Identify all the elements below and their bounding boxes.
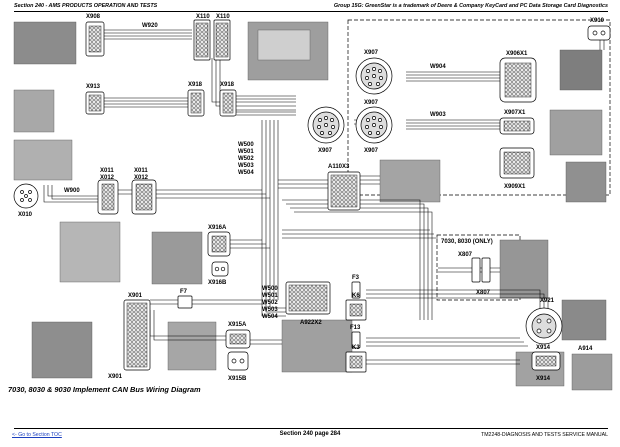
footer-rule <box>14 428 608 429</box>
label-x914-b: X914 <box>536 376 551 382</box>
label-w500: W500 <box>238 142 254 148</box>
diagram-caption: 7030, 8030 & 9030 Implement CAN Bus Wiri… <box>8 385 201 394</box>
connector-x915b <box>227 351 249 371</box>
label-f3: F3 <box>352 275 360 281</box>
label-w920: W920 <box>142 23 158 29</box>
page-number: Section 240 page 284 <box>279 431 341 437</box>
connector-x807-a <box>471 257 481 283</box>
label-x914-a: X914 <box>536 345 551 351</box>
connector-x907-top <box>355 57 393 95</box>
fuse-f3 <box>351 281 361 299</box>
photo-display-inner <box>257 29 311 61</box>
label-f7: F7 <box>180 289 188 295</box>
label-x910: X910 <box>590 18 605 24</box>
label-f13: F13 <box>350 325 361 331</box>
label-w503: W503 <box>238 163 254 169</box>
label-a914: A914 <box>578 346 593 352</box>
photo-x916 <box>151 231 203 285</box>
label-x915a: X915A <box>228 322 247 328</box>
photo-x913 <box>13 89 55 133</box>
fuse-f13 <box>351 331 361 349</box>
connector-x807-b <box>481 257 491 283</box>
label-x907-right: X907 <box>364 148 379 154</box>
label-w501: W501 <box>238 149 254 155</box>
label-x921: X921 <box>540 298 555 304</box>
label-k6: K6 <box>352 293 360 299</box>
label-w904: W904 <box>430 64 446 70</box>
label-x916b: X916B <box>208 280 227 286</box>
label-x110-b: X110 <box>216 14 230 20</box>
label-x907-top: X907 <box>364 50 379 56</box>
label-w900: W900 <box>64 188 80 194</box>
photo-x916-b <box>59 221 121 283</box>
photo-x807 <box>499 239 549 299</box>
reference-labels: X908 W920 X110 X110 X910 X913 X918 X918 … <box>18 14 605 382</box>
label-x906x1: X906X1 <box>506 51 528 57</box>
connector-x907-right <box>355 106 393 144</box>
label-a110x3: A110X3 <box>328 164 350 170</box>
label-x011-b: X011 <box>134 168 148 174</box>
label-model-note: 7030, 8030 (ONLY) <box>441 239 493 245</box>
label-x901-b: X901 <box>108 374 123 380</box>
connector-x910 <box>587 25 611 41</box>
fuse-f7 <box>177 295 193 309</box>
header-rule <box>14 11 608 12</box>
photo-x915 <box>167 321 217 371</box>
manual-title: TM2248-DIAGNOSIS AND TESTS SERVICE MANUA… <box>481 432 608 438</box>
label-a922x2: A922X2 <box>300 320 322 326</box>
photo-cab-top-left <box>13 21 77 65</box>
photo-x010 <box>13 139 73 181</box>
label-x010: X010 <box>18 212 33 218</box>
photo-x921 <box>561 299 607 341</box>
label-x918-b: X918 <box>220 82 235 88</box>
label-x012-b: X012 <box>134 175 149 181</box>
photo-x901 <box>31 321 93 379</box>
label-x913: X913 <box>86 84 101 90</box>
label-x901-a: X901 <box>128 293 143 299</box>
label-x907x1: X907X1 <box>504 110 526 116</box>
photo-gs-display <box>559 49 603 91</box>
label-x915b: X915B <box>228 376 247 382</box>
label-w504: W504 <box>238 170 254 176</box>
label-x907-mid: X907 <box>364 100 379 106</box>
label-x907-left: X907 <box>318 148 333 154</box>
label-x918-a: X918 <box>188 82 203 88</box>
label-w501-b: W501 <box>262 293 278 299</box>
label-w903: W903 <box>430 112 446 118</box>
photo-a922 <box>281 319 353 373</box>
photo-x909x1 <box>565 161 607 203</box>
label-w503-b: W503 <box>262 307 278 313</box>
label-x916a: X916A <box>208 225 227 231</box>
label-x909x1: X909X1 <box>504 184 526 190</box>
label-x011-a: X011 <box>100 168 114 174</box>
label-w502-b: W502 <box>262 300 278 306</box>
label-x012-a: X012 <box>100 175 115 181</box>
label-x110-a: X110 <box>196 14 210 20</box>
wire-bundles <box>43 29 605 365</box>
photo-x907x1 <box>549 109 603 156</box>
photo-a914 <box>571 353 613 391</box>
connector-x916b <box>211 261 229 277</box>
label-k3: K3 <box>352 345 360 351</box>
go-to-section-toc-link[interactable]: <- Go to Section TOC <box>12 432 62 438</box>
label-x908: X908 <box>86 14 101 20</box>
header-left: Section 240 - AMS PRODUCTS OPERATION AND… <box>14 3 158 9</box>
label-w502: W502 <box>238 156 254 162</box>
connector-x907-left <box>307 106 345 144</box>
photo-a110x3 <box>379 159 441 203</box>
connectors <box>13 19 611 373</box>
label-x807-a: X807 <box>458 252 473 258</box>
label-w500-b: W500 <box>262 286 278 292</box>
header-right: Group 15G: GreenStar is a trademark of D… <box>333 3 608 9</box>
label-x807-b: X807 <box>476 290 491 296</box>
label-w504-b: W504 <box>262 314 278 320</box>
